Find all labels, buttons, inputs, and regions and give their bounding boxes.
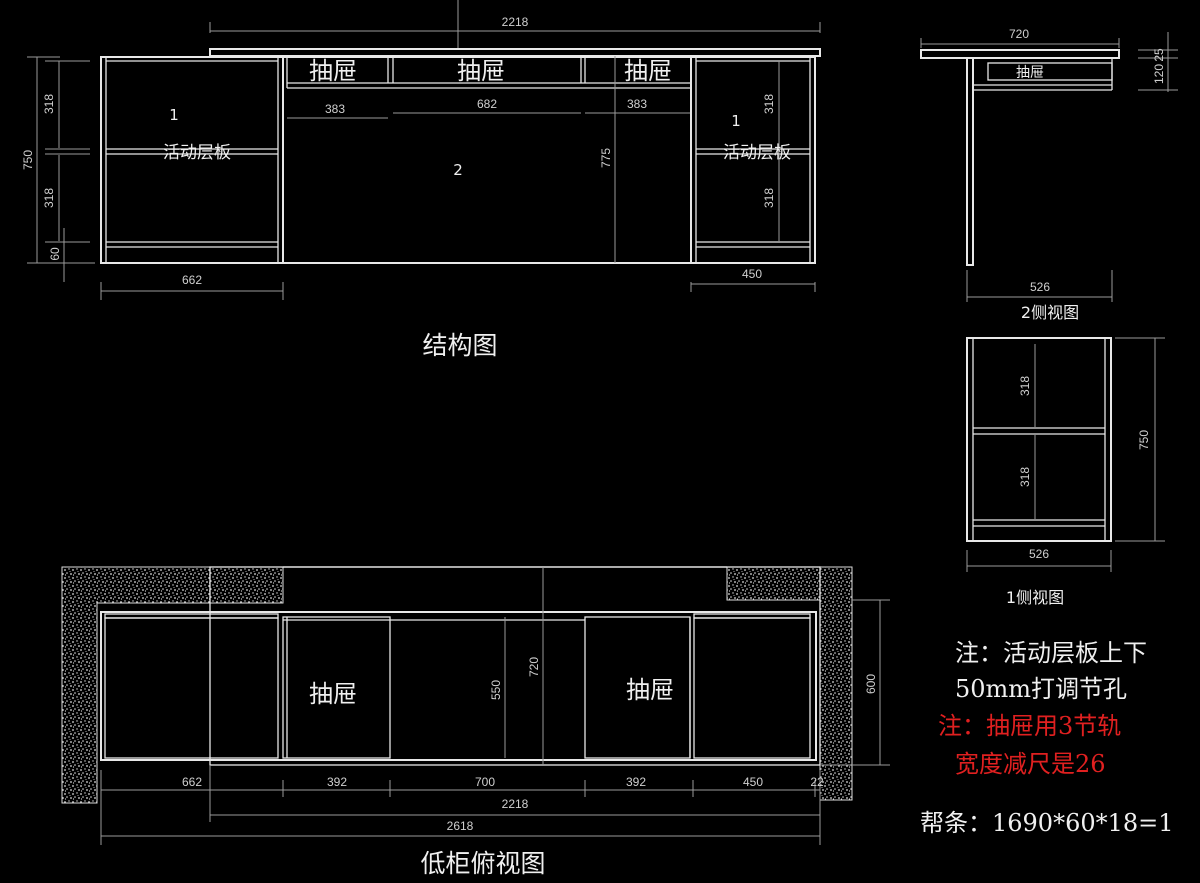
dim-plan-22: 22 [810, 775, 824, 789]
side-view-1: 318 318 750 526 1侧视图 [966, 337, 1165, 607]
front-elevation: 2218 383 682 383 750 318 318 60 662 450 … [21, 0, 821, 360]
dim-550: 550 [489, 680, 503, 700]
dim-plan-700: 700 [475, 775, 495, 789]
knee-space-number: 2 [453, 161, 463, 179]
cabinet-number-right: 1 [731, 112, 741, 130]
shelf-label-left: 活动层板 [163, 143, 231, 163]
note-drawer-line1: 注：抽屉用3节轨 [938, 712, 1121, 740]
cabinet-number-left: 1 [169, 106, 179, 124]
dim-120: 120 [1152, 64, 1166, 84]
drawer-label-1: 抽屉 [309, 57, 357, 85]
dim-318-upper: 318 [42, 94, 56, 114]
dim-526-side2: 526 [1030, 280, 1050, 294]
dim-60: 60 [48, 247, 62, 261]
plan-desktop-outline [209, 566, 821, 766]
shelf-label-right: 活动层板 [723, 143, 791, 163]
dim-383-right: 383 [627, 97, 647, 111]
right-cabinet [690, 56, 816, 264]
plan-cabinet-outline [100, 611, 817, 761]
plan-drawer-label-right: 抽屉 [626, 676, 674, 704]
drawer-label-3: 抽屉 [624, 57, 672, 85]
plan-title: 低柜俯视图 [420, 849, 545, 878]
dim-25: 25 [1152, 48, 1166, 62]
dim-720: 720 [1009, 27, 1029, 41]
dim-plan-2618: 2618 [447, 819, 474, 833]
dim-plan-450: 450 [743, 775, 763, 789]
dim-450: 450 [742, 267, 762, 281]
notes: 注：活动层板上下 50mm打调节孔 注：抽屉用3节轨 宽度减尺是26 帮条：16… [920, 639, 1174, 837]
dim-526-side1: 526 [1029, 547, 1049, 561]
dim-720-plan: 720 [527, 657, 541, 677]
note-drawer-line2: 宽度减尺是26 [955, 750, 1106, 778]
dim-plan-662: 662 [182, 775, 202, 789]
dim-750: 750 [21, 150, 35, 170]
plan-drawer-label-left: 抽屉 [309, 680, 357, 708]
side2-drawer-label: 抽屉 [1016, 65, 1044, 81]
note-shelf-line1: 注：活动层板上下 [955, 639, 1147, 667]
dim-318-right-upper: 318 [762, 94, 776, 114]
dim-318-side1-upper: 318 [1018, 376, 1032, 396]
dim-682: 682 [477, 97, 497, 111]
dim-318-right-lower: 318 [762, 188, 776, 208]
note-shelf-line2: 50mm打调节孔 [955, 675, 1127, 703]
plan-view: 抽屉 抽屉 550 720 600 662 392 700 392 450 22… [61, 566, 890, 878]
side1-title: 1侧视图 [1006, 588, 1064, 607]
wall-left-hatch [61, 566, 284, 804]
dim-2218: 2218 [502, 15, 529, 29]
note-strip: 帮条：1690*60*18=1 [920, 809, 1174, 837]
side-view-2: 抽屉 720 526 25 120 2侧视图 [920, 27, 1178, 322]
side2-title: 2侧视图 [1021, 303, 1079, 322]
elevation-title: 结构图 [422, 331, 497, 360]
desktop-slab [209, 48, 821, 57]
dim-600: 600 [864, 674, 878, 694]
dim-318-lower: 318 [42, 188, 56, 208]
dim-plan-2218: 2218 [502, 797, 529, 811]
dim-plan-392-right: 392 [626, 775, 646, 789]
drawer-label-2: 抽屉 [457, 57, 505, 85]
dim-318-side1-lower: 318 [1018, 467, 1032, 487]
dim-383-left: 383 [325, 102, 345, 116]
dim-775: 775 [599, 148, 613, 168]
dim-750-side1: 750 [1137, 430, 1151, 450]
dim-662: 662 [182, 273, 202, 287]
dim-plan-392-left: 392 [327, 775, 347, 789]
